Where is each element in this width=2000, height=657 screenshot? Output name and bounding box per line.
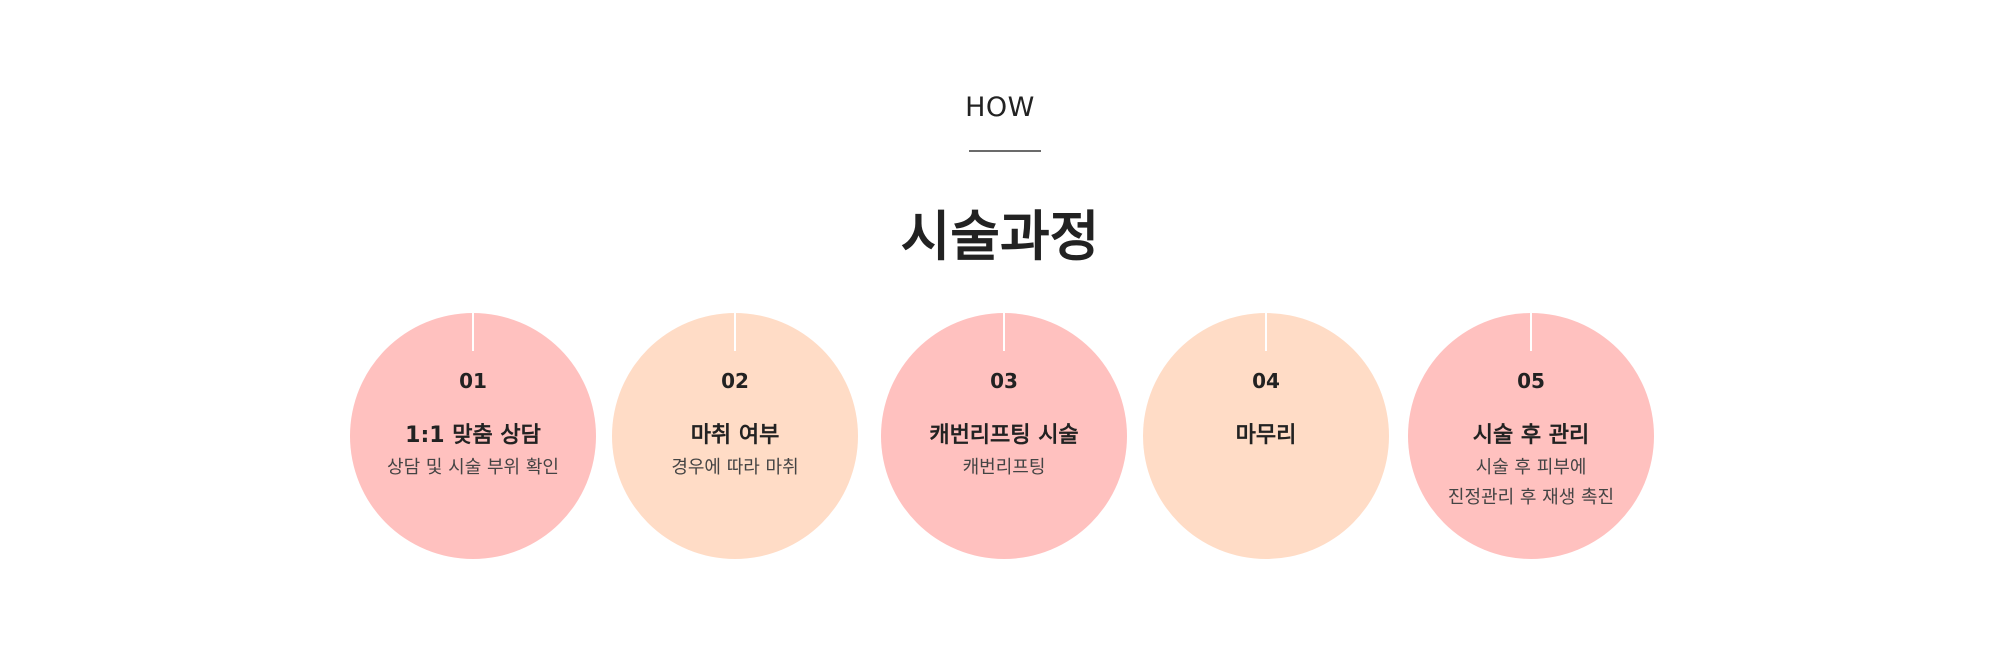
section-title: 시술과정 xyxy=(900,205,1100,268)
step-description-line: 시술 후 피부에 xyxy=(1475,457,1587,478)
process-steps: 01 1:1 맞춤 상담 상담 및 시술 부위 확인 02 마취 여부 경우에 … xyxy=(0,313,2000,563)
step-description: 시술 후 피부에 진정관리 후 재생 촉진 xyxy=(1408,453,1654,513)
step-description-line: 상담 및 시술 부위 확인 xyxy=(387,457,559,478)
step-connector-tick xyxy=(472,313,474,351)
step-circle-05: 05 시술 후 관리 시술 후 피부에 진정관리 후 재생 촉진 xyxy=(1408,313,1654,559)
step-description-line: 경우에 따라 마취 xyxy=(671,457,799,478)
step-number: 02 xyxy=(721,369,749,393)
step-name: 마무리 xyxy=(1235,423,1297,448)
step-description: 상담 및 시술 부위 확인 xyxy=(350,453,596,483)
step-number: 03 xyxy=(990,369,1018,393)
step-name: 캐번리프팅 시술 xyxy=(929,423,1079,448)
step-description-line: 진정관리 후 재생 촉진 xyxy=(1447,487,1615,508)
step-connector-tick xyxy=(1003,313,1005,351)
eyebrow-divider xyxy=(969,150,1041,152)
step-connector-tick xyxy=(734,313,736,351)
step-circle-01: 01 1:1 맞춤 상담 상담 및 시술 부위 확인 xyxy=(350,313,596,559)
step-connector-tick xyxy=(1265,313,1267,351)
step-number: 04 xyxy=(1252,369,1280,393)
step-description-line: 캐번리프팅 xyxy=(962,457,1046,478)
step-number: 01 xyxy=(459,369,487,393)
step-description: 캐번리프팅 xyxy=(881,453,1127,483)
section-eyebrow: HOW xyxy=(965,92,1035,123)
step-circle-03: 03 캐번리프팅 시술 캐번리프팅 xyxy=(881,313,1127,559)
step-name: 1:1 맞춤 상담 xyxy=(405,423,541,448)
step-connector-tick xyxy=(1530,313,1532,351)
step-circle-02: 02 마취 여부 경우에 따라 마취 xyxy=(612,313,858,559)
step-circle-04: 04 마무리 xyxy=(1143,313,1389,559)
step-name: 시술 후 관리 xyxy=(1472,423,1590,448)
step-description: 경우에 따라 마취 xyxy=(612,453,858,483)
step-name: 마취 여부 xyxy=(690,423,780,448)
step-number: 05 xyxy=(1517,369,1545,393)
